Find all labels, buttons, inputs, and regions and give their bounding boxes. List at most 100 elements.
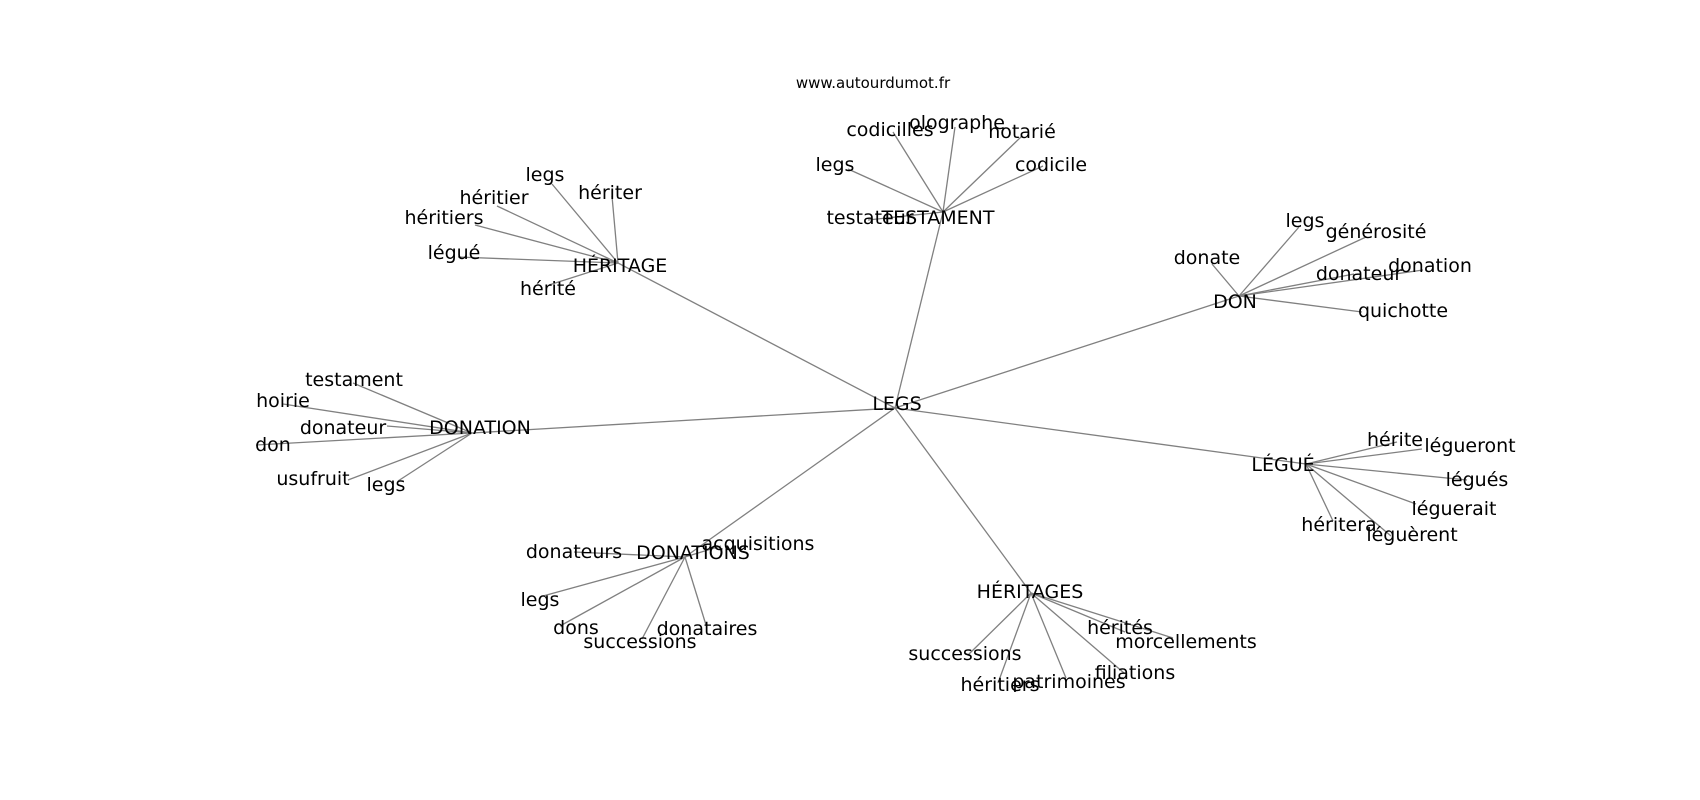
hub-node-label: DON bbox=[1213, 291, 1257, 313]
hub-to-leaf-edge bbox=[892, 131, 944, 213]
hub-to-leaf-edge bbox=[386, 425, 473, 434]
leaf-node-label: morcellements bbox=[1115, 631, 1257, 653]
center-to-hub-edge bbox=[617, 262, 896, 409]
hub-to-leaf-edge bbox=[1030, 592, 1126, 633]
leaf-node-label: léguerait bbox=[1412, 498, 1497, 520]
hub-to-leaf-edge bbox=[867, 211, 944, 221]
hub-to-leaf-edge bbox=[1305, 463, 1334, 522]
leaf-node-label: patrimoines bbox=[1012, 671, 1125, 693]
leaf-node-label: légués bbox=[1446, 469, 1509, 491]
hub-to-leaf-edge bbox=[1238, 226, 1300, 297]
hub-to-leaf-edge bbox=[997, 592, 1032, 684]
leaf-node-label: léguèrent bbox=[1366, 524, 1457, 546]
center-to-hub-edge bbox=[471, 407, 896, 434]
leaf-node-label: héritier bbox=[459, 187, 528, 209]
hub-to-leaf-edge bbox=[1030, 592, 1174, 639]
hub-node-label: LÉGUÉ bbox=[1251, 453, 1314, 476]
hub-to-leaf-edge bbox=[474, 224, 619, 264]
leaf-node-label: donateur bbox=[1316, 263, 1403, 285]
hub-to-leaf-edge bbox=[1238, 295, 1363, 313]
hub-to-leaf-edge bbox=[1030, 592, 1125, 674]
leaf-node-label: dons bbox=[553, 617, 599, 639]
leaf-node-label: filiations bbox=[1095, 662, 1175, 684]
hub-to-leaf-edge bbox=[573, 551, 686, 558]
hub-node-label: DONATIONS bbox=[636, 542, 750, 564]
leaf-node-label: donateurs bbox=[526, 541, 622, 563]
hub-to-leaf-edge bbox=[1305, 441, 1398, 465]
leaf-node-label: donate bbox=[1174, 247, 1241, 269]
hub-to-leaf-edge bbox=[684, 545, 722, 558]
leaf-node-label: hériter bbox=[578, 182, 642, 204]
center-to-hub-edge bbox=[894, 295, 1240, 409]
hub-to-leaf-edge bbox=[1305, 463, 1392, 537]
hub-to-leaf-edge bbox=[397, 432, 473, 482]
hub-to-leaf-edge bbox=[347, 432, 473, 481]
network-edges bbox=[255, 126, 1468, 684]
hub-to-leaf-edge bbox=[641, 556, 686, 640]
hub-to-leaf-edge bbox=[1305, 448, 1423, 465]
leaf-node-label: notarié bbox=[988, 121, 1056, 143]
leaf-node-label: olographe bbox=[909, 112, 1005, 134]
leaf-node-label: générosité bbox=[1326, 221, 1427, 243]
hub-to-leaf-edge bbox=[1305, 463, 1468, 481]
hub-to-leaf-edge bbox=[282, 403, 473, 434]
leaf-node-label: héritiers bbox=[961, 674, 1040, 696]
center-to-hub-edge bbox=[894, 211, 944, 409]
hub-to-leaf-edge bbox=[551, 183, 619, 264]
hub-node-label: HÉRITAGE bbox=[573, 254, 668, 277]
leaf-node-label: hérité bbox=[520, 278, 576, 300]
leaf-node-label: acquisitions bbox=[702, 533, 815, 555]
leaf-node-label: don bbox=[255, 434, 291, 456]
leaf-node-label: legs bbox=[367, 474, 406, 496]
hub-to-leaf-edge bbox=[559, 556, 686, 627]
hub-to-leaf-edge bbox=[1238, 269, 1424, 297]
leaf-node-label: donation bbox=[1388, 255, 1472, 277]
leaf-node-label: héritiers bbox=[405, 207, 484, 229]
leaf-node-label: donataires bbox=[657, 618, 758, 640]
hub-node-label: HÉRITAGES bbox=[977, 580, 1084, 603]
hub-to-leaf-edge bbox=[684, 556, 707, 626]
hub-node-label: TESTAMENT bbox=[880, 207, 994, 229]
center-node-label: LEGS bbox=[872, 393, 921, 415]
leaf-node-label: quichotte bbox=[1358, 300, 1448, 322]
leaf-node-label: hérite bbox=[1367, 429, 1423, 451]
center-to-hub-edge bbox=[894, 407, 1032, 594]
hub-to-leaf-edge bbox=[942, 135, 1023, 213]
leaf-node-label: codicile bbox=[1015, 154, 1087, 176]
leaf-node-label: donateur bbox=[300, 417, 387, 439]
leaf-node-label: légué bbox=[428, 242, 481, 264]
hub-to-leaf-edge bbox=[942, 126, 956, 213]
hub-to-leaf-edge bbox=[542, 556, 686, 597]
hub-node-label: DONATION bbox=[429, 417, 531, 439]
hub-to-leaf-edge bbox=[1030, 592, 1067, 679]
leaf-node-label: testateur bbox=[826, 207, 913, 229]
leaf-node-label: legs bbox=[816, 154, 855, 176]
leaf-node-label: hérités bbox=[1087, 617, 1153, 639]
hub-to-leaf-edge bbox=[352, 382, 473, 434]
center-to-hub-edge bbox=[684, 407, 896, 558]
hub-to-leaf-edge bbox=[847, 168, 944, 213]
hub-to-leaf-edge bbox=[1305, 463, 1417, 505]
source-label: www.autourdumot.fr bbox=[796, 74, 951, 92]
hub-to-leaf-edge bbox=[1238, 273, 1355, 297]
hub-to-leaf-edge bbox=[457, 256, 619, 264]
hub-to-leaf-edge bbox=[1238, 236, 1367, 297]
hub-to-leaf-edge bbox=[548, 262, 619, 286]
center-to-hub-edge bbox=[894, 407, 1307, 465]
hub-to-leaf-edge bbox=[255, 432, 473, 446]
leaf-node-label: successions bbox=[908, 643, 1021, 665]
hub-to-leaf-edge bbox=[967, 592, 1032, 656]
leaf-node-label: usufruit bbox=[276, 468, 349, 490]
leaf-node-label: hoirie bbox=[256, 390, 310, 412]
hub-to-leaf-edge bbox=[942, 165, 1044, 213]
hub-to-leaf-edge bbox=[611, 195, 619, 264]
leaf-node-label: héritera bbox=[1301, 514, 1376, 536]
leaf-node-label: codicilles bbox=[846, 119, 933, 141]
hub-to-leaf-edge bbox=[496, 205, 619, 264]
hub-to-leaf-edge bbox=[1211, 263, 1240, 297]
leaf-node-label: legs bbox=[521, 589, 560, 611]
leaf-node-label: légueront bbox=[1424, 435, 1515, 457]
leaf-node-label: legs bbox=[526, 164, 565, 186]
